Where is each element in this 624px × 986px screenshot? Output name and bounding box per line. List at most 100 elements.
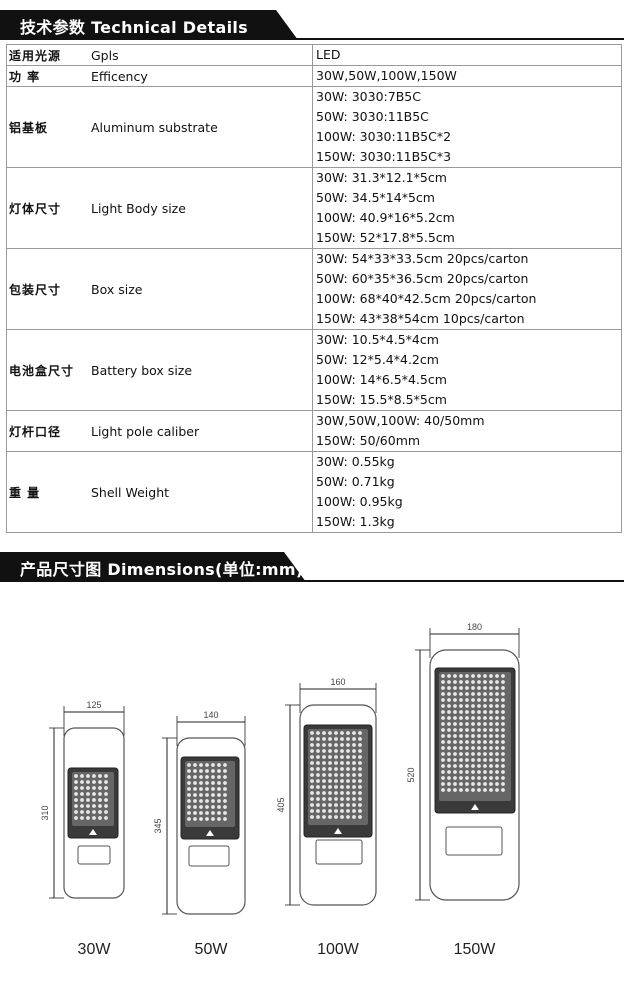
- led-dot: [471, 740, 475, 744]
- wattage-label: 100W: [317, 941, 360, 958]
- led-dot: [322, 743, 326, 747]
- width-label: 180: [467, 622, 482, 632]
- led-dot: [223, 793, 227, 797]
- led-dot: [495, 674, 499, 678]
- led-dot: [80, 798, 84, 802]
- led-dot: [489, 704, 493, 708]
- led-dot: [80, 810, 84, 814]
- spec-value: 50W: 0.71kg: [316, 474, 395, 489]
- led-dot: [352, 743, 356, 747]
- spec-label-zh: 适用光源: [9, 48, 62, 63]
- led-dot: [477, 782, 481, 786]
- led-dot: [465, 776, 469, 780]
- led-dot: [340, 809, 344, 813]
- led-dot: [453, 788, 457, 792]
- led-dot: [187, 763, 191, 767]
- led-dot: [199, 817, 203, 821]
- led-dot: [465, 752, 469, 756]
- led-dot: [322, 737, 326, 741]
- led-dot: [453, 728, 457, 732]
- led-dot: [453, 716, 457, 720]
- led-dot: [489, 782, 493, 786]
- led-dot: [471, 782, 475, 786]
- led-dot: [80, 816, 84, 820]
- led-dot: [340, 803, 344, 807]
- led-dot: [447, 728, 451, 732]
- led-dot: [453, 686, 457, 690]
- led-dot: [465, 740, 469, 744]
- led-dot: [98, 798, 102, 802]
- led-dot: [310, 749, 314, 753]
- led-dot: [334, 767, 338, 771]
- led-dot: [322, 755, 326, 759]
- led-dot: [316, 803, 320, 807]
- led-dot: [334, 731, 338, 735]
- led-dot: [193, 775, 197, 779]
- led-dot: [316, 815, 320, 819]
- led-dot: [495, 776, 499, 780]
- led-dot: [441, 674, 445, 678]
- led-dot: [223, 799, 227, 803]
- led-dot: [447, 776, 451, 780]
- led-dot: [447, 716, 451, 720]
- width-label: 160: [330, 677, 345, 687]
- led-dot: [358, 761, 362, 765]
- led-dot: [217, 787, 221, 791]
- height-label: 520: [406, 767, 416, 782]
- led-dot: [465, 704, 469, 708]
- led-dot: [495, 764, 499, 768]
- led-dot: [346, 749, 350, 753]
- led-dot: [316, 791, 320, 795]
- led-dot: [74, 816, 78, 820]
- led-dot: [459, 764, 463, 768]
- led-dot: [328, 749, 332, 753]
- led-dot: [358, 749, 362, 753]
- spec-value-cell: LED: [312, 44, 622, 66]
- spec-label-zh: 灯杆口径: [9, 424, 62, 439]
- led-dot: [471, 770, 475, 774]
- logo-triangle-icon: [471, 804, 479, 810]
- led-dot: [346, 773, 350, 777]
- led-dot: [358, 737, 362, 741]
- led-dot: [465, 680, 469, 684]
- led-dot: [483, 686, 487, 690]
- led-dot: [471, 776, 475, 780]
- led-dot: [346, 761, 350, 765]
- led-dot: [489, 692, 493, 696]
- led-dot: [459, 686, 463, 690]
- height-label: 345: [153, 818, 163, 833]
- led-dot: [441, 722, 445, 726]
- led-dot: [352, 761, 356, 765]
- led-dot: [447, 770, 451, 774]
- led-dot: [489, 776, 493, 780]
- led-dot: [483, 722, 487, 726]
- led-dot: [447, 758, 451, 762]
- led-dot: [346, 797, 350, 801]
- led-dot: [459, 674, 463, 678]
- led-dot: [495, 734, 499, 738]
- led-dot: [358, 731, 362, 735]
- led-dot: [187, 769, 191, 773]
- dimensions-title: 产品尺寸图 Dimensions(单位:mm): [20, 560, 304, 579]
- led-dot: [211, 769, 215, 773]
- led-dot: [495, 686, 499, 690]
- led-dot: [352, 803, 356, 807]
- led-dot: [447, 740, 451, 744]
- led-dot: [104, 810, 108, 814]
- led-dot: [328, 773, 332, 777]
- led-dot: [471, 758, 475, 762]
- led-dot: [340, 797, 344, 801]
- led-dot: [441, 710, 445, 714]
- spec-label-en: Efficency: [91, 68, 148, 84]
- led-dot: [328, 761, 332, 765]
- led-dot: [98, 780, 102, 784]
- led-dot: [501, 746, 505, 750]
- dimensions-header: 产品尺寸图 Dimensions(单位:mm): [0, 552, 624, 582]
- led-dot: [334, 803, 338, 807]
- led-dot: [501, 764, 505, 768]
- led-dot: [205, 799, 209, 803]
